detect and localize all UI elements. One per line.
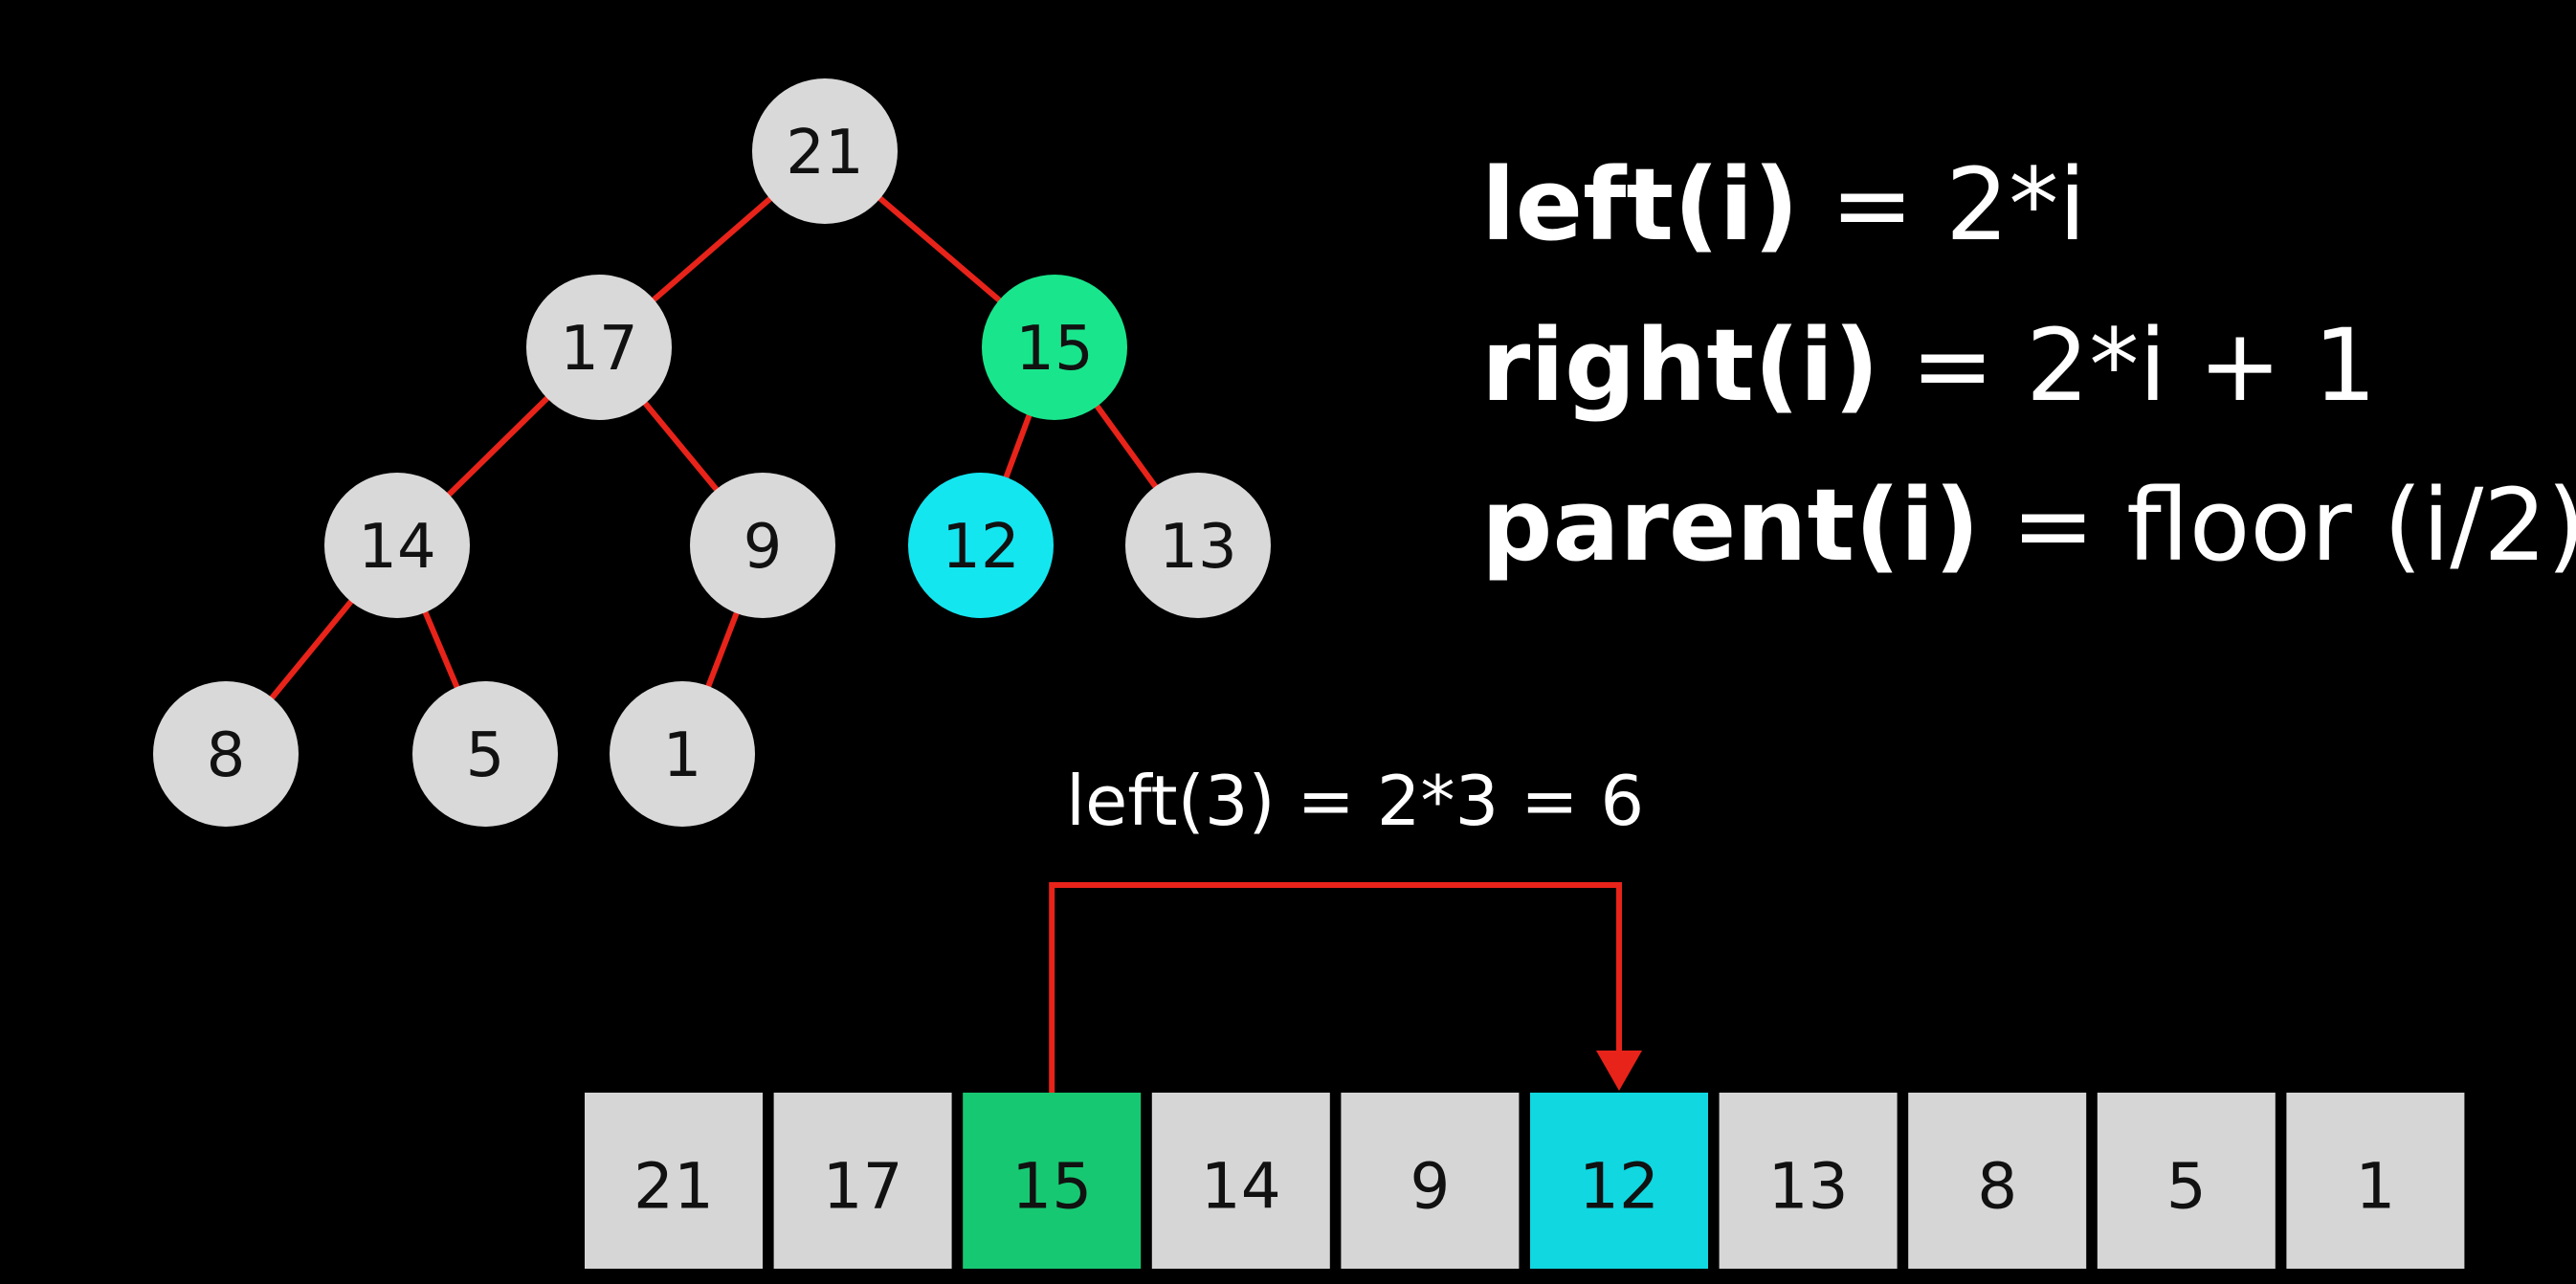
array-cell: 21 xyxy=(585,1093,763,1269)
array-cell-value: 17 xyxy=(823,1150,903,1224)
formula-left-expression: = 2*i xyxy=(1799,146,2086,263)
formula-right: right(i) = 2*i + 1 xyxy=(1481,307,2377,424)
tree-node-value: 17 xyxy=(560,314,637,385)
array-cell-value: 1 xyxy=(2355,1150,2395,1224)
tree-node-circle xyxy=(153,681,299,827)
tree-node-value: 13 xyxy=(1159,512,1236,583)
formula-left-keyword: left(i) xyxy=(1481,146,1799,263)
tree-node-value: 1 xyxy=(663,720,702,791)
tree-node-circle xyxy=(752,78,898,224)
tree-node: 14 xyxy=(324,473,470,618)
tree-node-value: 21 xyxy=(786,118,863,188)
array-cell-box xyxy=(2286,1093,2465,1269)
tree-node: 12 xyxy=(908,473,1054,618)
array-cell-value: 15 xyxy=(1011,1150,1092,1224)
array-cell: 14 xyxy=(1151,1093,1330,1269)
array-cell: 13 xyxy=(1719,1093,1898,1269)
array-cell-box xyxy=(1719,1093,1898,1269)
formula-right-expression: = 2*i + 1 xyxy=(1879,307,2377,424)
tree-node-circle xyxy=(526,275,672,420)
array-cell-box xyxy=(1908,1093,2087,1269)
tree-node: 13 xyxy=(1125,473,1271,618)
tree-node: 17 xyxy=(526,275,672,420)
binary-heap-tree: 21 17 15 14 9 12 13 8 5 1 xyxy=(153,78,1271,827)
array-cell-value: 8 xyxy=(1977,1150,2017,1224)
array-cell: 12 xyxy=(1530,1093,1708,1269)
array-cell-box xyxy=(963,1093,1142,1269)
array-cell-box xyxy=(773,1093,952,1269)
formula-parent-expression: = floor (i/2) xyxy=(1980,467,2576,584)
tree-node-circle xyxy=(412,681,558,827)
array-cell-box xyxy=(2097,1093,2276,1269)
array-cell-value: 9 xyxy=(1410,1150,1450,1224)
tree-node-value: 14 xyxy=(358,512,435,583)
formula-right-keyword: right(i) xyxy=(1481,307,1879,424)
tree-node: 1 xyxy=(610,681,755,827)
tree-node: 5 xyxy=(412,681,558,827)
formula-block: left(i) = 2*i right(i) = 2*i + 1 parent(… xyxy=(1481,146,2576,584)
array-cell: 8 xyxy=(1908,1093,2087,1269)
array-cell-box xyxy=(1341,1093,1520,1269)
tree-node-circle xyxy=(908,473,1054,618)
heap-array: 21 17 15 14 9 12 13 8 5 1 xyxy=(585,1093,2465,1269)
tree-node: 15 xyxy=(982,275,1127,420)
tree-node: 21 xyxy=(752,78,898,224)
array-cell-value: 5 xyxy=(2166,1150,2207,1224)
array-cell: 17 xyxy=(773,1093,952,1269)
array-cell-value: 21 xyxy=(633,1150,714,1224)
tree-node-circle xyxy=(610,681,755,827)
tree-node-value: 15 xyxy=(1015,314,1093,385)
annotation-left-3: left(3) = 2*3 = 6 xyxy=(1066,761,1644,841)
tree-node-value: 9 xyxy=(744,512,783,583)
tree-node: 8 xyxy=(153,681,299,827)
array-cell: 1 xyxy=(2286,1093,2465,1269)
index-arrow xyxy=(1049,882,1642,1093)
array-cell-value: 13 xyxy=(1768,1150,1849,1224)
array-cell-value: 14 xyxy=(1201,1150,1281,1224)
array-cell-value: 12 xyxy=(1579,1150,1659,1224)
arrow-head-icon xyxy=(1596,1051,1642,1091)
array-cell: 15 xyxy=(963,1093,1142,1269)
tree-node-circle xyxy=(1125,473,1271,618)
array-cell: 5 xyxy=(2097,1093,2276,1269)
tree-node-value: 8 xyxy=(207,720,246,791)
tree-node-value: 5 xyxy=(466,720,505,791)
formula-parent-keyword: parent(i) xyxy=(1481,467,1980,584)
formula-parent: parent(i) = floor (i/2) xyxy=(1481,467,2576,584)
tree-node-circle xyxy=(982,275,1127,420)
array-cell-box xyxy=(585,1093,763,1269)
array-cell: 9 xyxy=(1341,1093,1520,1269)
array-cell-box xyxy=(1530,1093,1708,1269)
tree-node-circle xyxy=(690,473,835,618)
tree-node: 9 xyxy=(690,473,835,618)
formula-left: left(i) = 2*i xyxy=(1481,146,2086,263)
arrow-line xyxy=(1049,882,1622,1093)
tree-node-circle xyxy=(324,473,470,618)
array-cell-box xyxy=(1151,1093,1330,1269)
tree-node-value: 12 xyxy=(942,512,1019,583)
